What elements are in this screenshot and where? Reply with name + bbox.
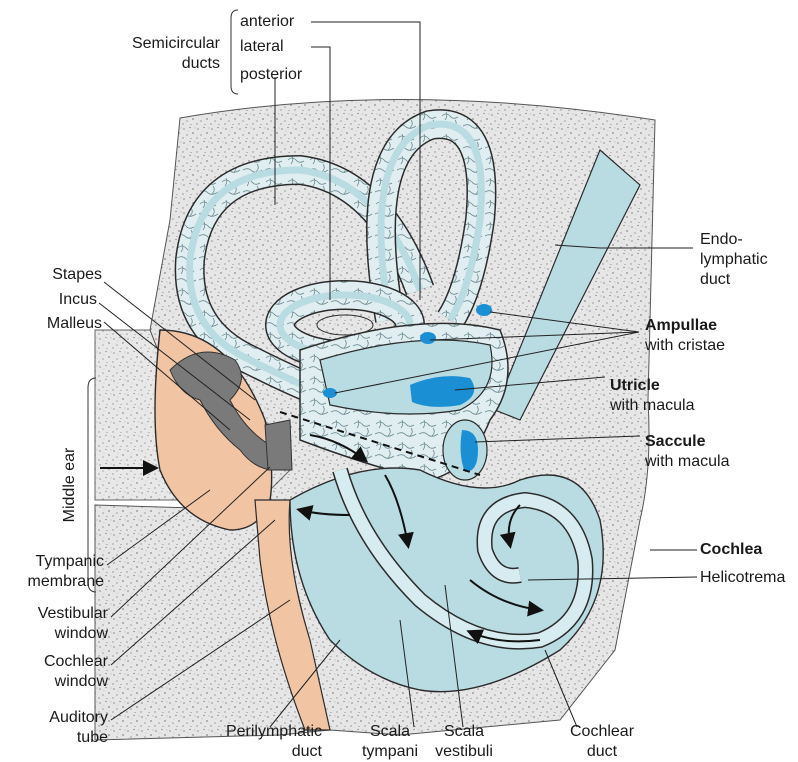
label-perilymphatic-duct: Perilymphatic duct xyxy=(200,722,322,762)
ampulla-crista-2 xyxy=(420,332,436,344)
label-malleus: Malleus xyxy=(20,314,102,334)
label-utricle: Utricle with macula xyxy=(610,376,694,416)
label-auditory-tube: Auditory tube xyxy=(4,708,108,748)
label-cochlear-duct: Cochlear duct xyxy=(562,722,642,762)
label-auditory-line2: tube xyxy=(4,728,108,748)
label-posterior: posterior xyxy=(240,65,302,85)
label-scala-vestibuli-line1: Scala xyxy=(424,722,504,742)
label-vestibular-line2: window xyxy=(4,624,108,644)
label-ampullae-sub: with cristae xyxy=(645,336,725,356)
label-endolymphatic-duct: Endo- lymphatic duct xyxy=(700,230,768,290)
label-semicircular-line1: Semicircular xyxy=(100,34,220,54)
stapes-footplate xyxy=(265,420,292,470)
label-anterior: anterior xyxy=(240,12,294,32)
label-cochlear-duct-line1: Cochlear xyxy=(562,722,642,742)
label-scala-vestibuli: Scala vestibuli xyxy=(424,722,504,762)
label-helicotrema: Helicotrema xyxy=(700,568,785,588)
label-tympanic-membrane: Tympanic membrane xyxy=(4,552,104,592)
label-endo-line2: lymphatic xyxy=(700,250,768,270)
semicircular-bracket xyxy=(231,10,238,94)
label-middle-ear: Middle ear xyxy=(61,445,79,525)
label-perilymphatic-line2: duct xyxy=(200,742,322,762)
label-semicircular-line2: ducts xyxy=(100,54,220,74)
label-tympanic-line2: membrane xyxy=(4,572,104,592)
label-vestibular-line1: Vestibular xyxy=(4,604,108,624)
label-scala-tympani-line2: tympani xyxy=(350,742,430,762)
label-stapes: Stapes xyxy=(20,265,102,285)
label-auditory-line1: Auditory xyxy=(4,708,108,728)
label-cochlear-window-line2: window xyxy=(4,672,108,692)
label-endo-line3: duct xyxy=(700,270,768,290)
label-ampullae: Ampullae with cristae xyxy=(645,316,725,356)
label-ampullae-title: Ampullae xyxy=(645,316,725,336)
label-lateral: lateral xyxy=(240,37,284,57)
label-cochlear-window-line1: Cochlear xyxy=(4,652,108,672)
label-semicircular-ducts: Semicircular ducts xyxy=(100,34,220,74)
label-utricle-sub: with macula xyxy=(610,396,694,416)
label-vestibular-window: Vestibular window xyxy=(4,604,108,644)
label-saccule-title: Saccule xyxy=(645,432,729,452)
ampulla-crista-1 xyxy=(476,304,492,316)
label-perilymphatic-line1: Perilymphatic xyxy=(200,722,322,742)
label-endo-line1: Endo- xyxy=(700,230,768,250)
label-scala-tympani-line1: Scala xyxy=(350,722,430,742)
label-cochlea: Cochlea xyxy=(700,540,762,560)
label-incus: Incus xyxy=(20,290,97,310)
label-cochlear-duct-line2: duct xyxy=(562,742,642,762)
label-utricle-title: Utricle xyxy=(610,376,694,396)
label-tympanic-line1: Tympanic xyxy=(4,552,104,572)
label-cochlear-window: Cochlear window xyxy=(4,652,108,692)
label-saccule: Saccule with macula xyxy=(645,432,729,472)
label-scala-tympani: Scala tympani xyxy=(350,722,430,762)
ampulla-crista-3 xyxy=(323,388,337,398)
label-saccule-sub: with macula xyxy=(645,452,729,472)
label-scala-vestibuli-line2: vestibuli xyxy=(424,742,504,762)
